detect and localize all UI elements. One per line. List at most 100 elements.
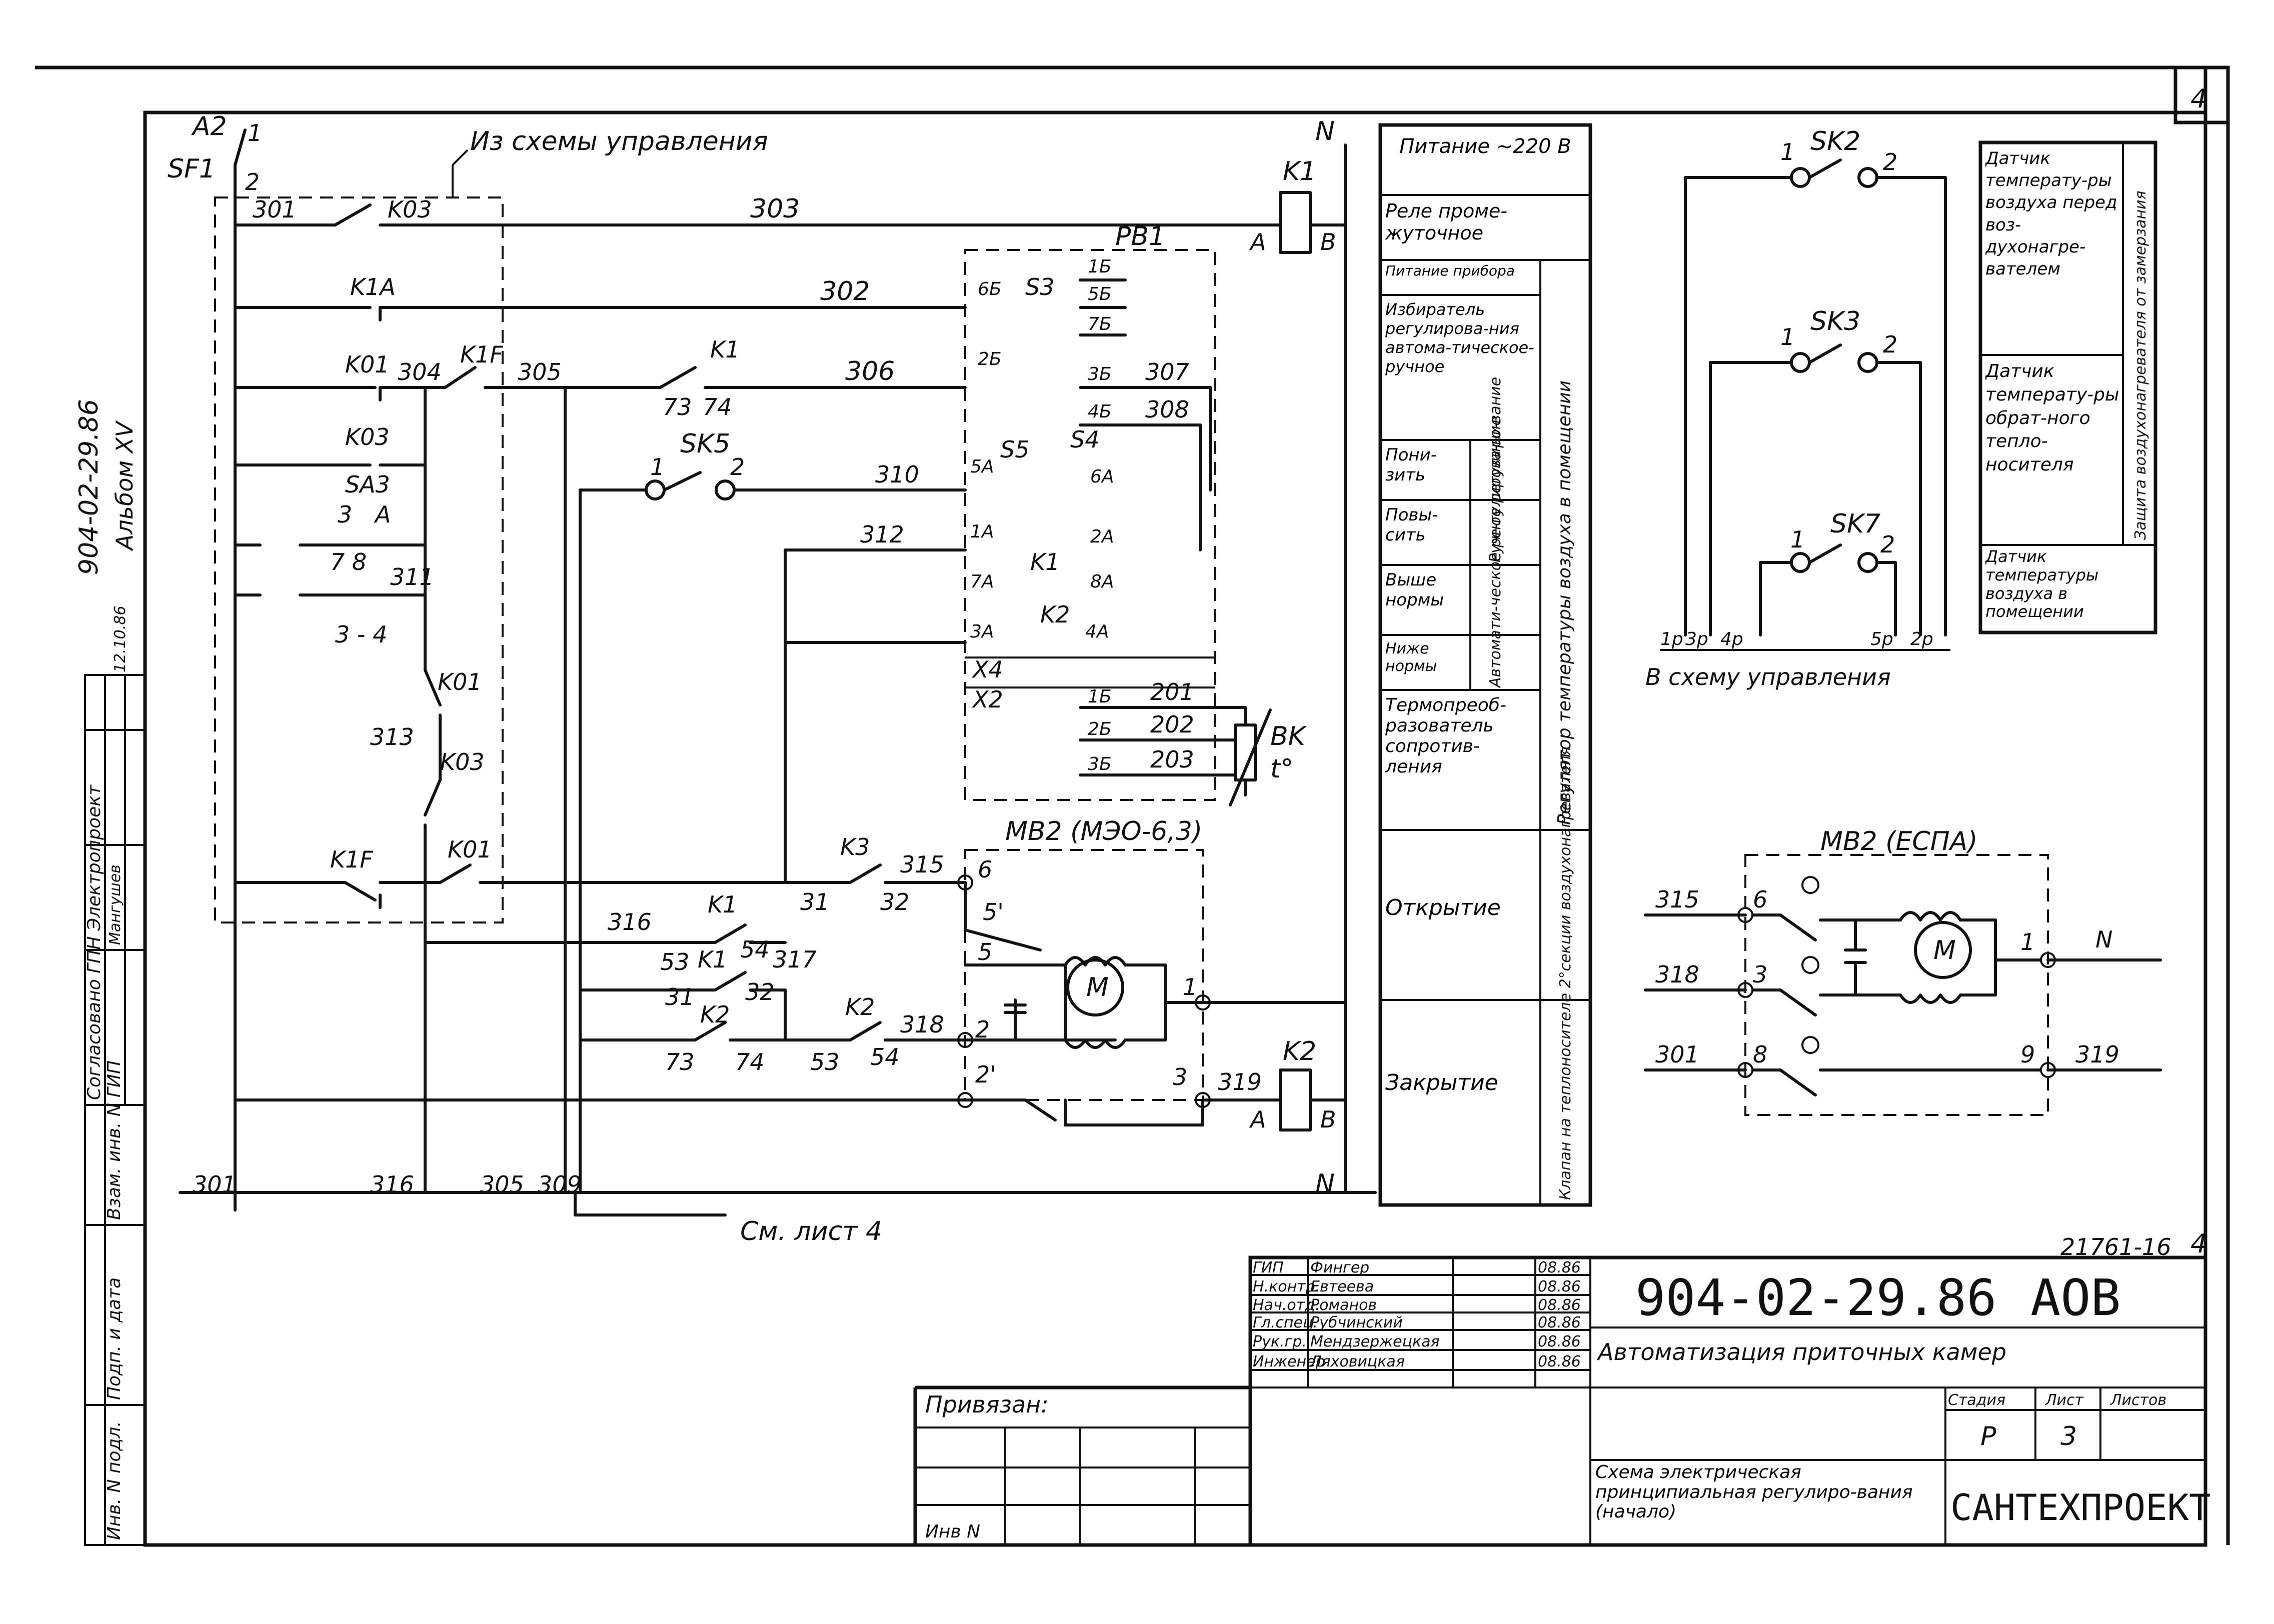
term-1p: 1р: [1660, 629, 1683, 650]
sensor-desc-3: Датчик температуры воздуха в помещении: [1985, 548, 2099, 622]
page-number-box: [2173, 66, 2230, 124]
mb2b-pin-6: 6: [1753, 886, 1767, 913]
mb2b-wire-319: 319: [2075, 1041, 2119, 1068]
contact-k2-b: K2: [845, 994, 875, 1020]
side-strip: 904-02-29.86 Альбом XV 12.10.86 Согласов…: [74, 399, 146, 1546]
title-block: 21761-16 4 Привязан: Инв N ГИП Фингер 08…: [913, 1229, 2210, 1547]
k2-pin-53: 53: [810, 1048, 840, 1076]
mb2-pin-2p: 2': [975, 1061, 996, 1088]
n-bottom: N: [1315, 1169, 1335, 1199]
pb1-x4: X4: [972, 656, 1003, 683]
side-album: Альбом XV: [111, 420, 138, 552]
table-v-regulator: Регулятор температуры воздуха в помещени…: [1554, 380, 1575, 825]
stamp-role-1: Н.контр.: [1253, 1278, 1320, 1296]
stamp-sheet-header: Лист: [2045, 1392, 2084, 1409]
k2-pin-74: 74: [735, 1048, 765, 1076]
stamp-date-5: 08.86: [1538, 1353, 1581, 1370]
stamp-name-0: Фингер: [1310, 1259, 1369, 1276]
mb2b-wire-315: 315: [1655, 886, 1699, 913]
pb1-2a: 2A: [1090, 526, 1114, 547]
wire-310: 310: [875, 461, 919, 488]
description-table: Питание ~220 В Реле проме-жуточное Питан…: [1378, 123, 1592, 1207]
pb1-t1b: 1Б: [1088, 256, 1112, 277]
mb2-pin-1: 1: [1183, 974, 1197, 1000]
relay-k2-a: A: [1249, 1106, 1266, 1133]
stamp-suffix: АОВ: [2030, 1268, 2121, 1327]
sk5-pin-1: 1: [650, 454, 665, 480]
sensor-sk5: SK5: [680, 429, 730, 459]
contact-k2-a: K2: [700, 1001, 730, 1028]
mb2b-pin-8: 8: [1753, 1041, 1767, 1068]
stamp-ref-sheet: 4: [2190, 1229, 2207, 1259]
contact-k03-b: K03: [345, 424, 390, 450]
term-2p: 2р: [1910, 629, 1933, 650]
sk5-pin-2: 2: [730, 454, 745, 480]
pb1-t7b: 7Б: [1088, 314, 1112, 334]
wire-316: 316: [608, 908, 652, 936]
contact-k1f-a: K1F: [460, 341, 503, 368]
wire-313: 313: [370, 724, 414, 750]
sa3-pin-34: 3 - 4: [335, 621, 387, 648]
stamp-subtitle: Схема электрическая принципиальная регул…: [1595, 1462, 1913, 1522]
wire-312: 312: [860, 521, 904, 548]
wire-303: 303: [750, 194, 800, 224]
switch-sa3: SA3: [345, 471, 390, 498]
wire-308: 308: [1145, 396, 1189, 423]
side-doc-code: 904-02-29.86: [74, 399, 104, 575]
sk7-pin-2: 2: [1880, 531, 1895, 558]
pb1-6b: 6Б: [978, 279, 1002, 300]
wire-307: 307: [1145, 358, 1189, 386]
stamp-date-4: 08.86: [1538, 1333, 1581, 1350]
stamp-date-1: 08.86: [1538, 1278, 1581, 1296]
stamp-stage-header: Стадия: [1948, 1392, 2005, 1409]
stamp-sheet: 3: [2060, 1422, 2077, 1452]
bottom-316: 316: [370, 1171, 414, 1198]
contact-k3: K3: [840, 834, 870, 860]
contact-k01-b: K01: [438, 668, 482, 696]
k2-pin-73: 73: [665, 1048, 695, 1076]
sa3-pin-78: 7 8: [330, 548, 367, 576]
wire-306: 306: [845, 356, 895, 386]
wire-302: 302: [820, 276, 870, 306]
contact-k03-a: K03: [388, 196, 432, 223]
node-73: 73: [663, 394, 692, 420]
k3-pin-31: 31: [800, 888, 830, 916]
k1-pin-54: 54: [740, 936, 770, 963]
pb1-k2: K2: [1040, 601, 1070, 628]
contact-k1-b: K1: [708, 891, 737, 918]
side-name2: Мангушев: [107, 864, 124, 945]
sk2-pin-2: 2: [1883, 148, 1897, 176]
contact-k1-a: K1: [710, 336, 740, 363]
mb2b-wire-301: 301: [1655, 1041, 1699, 1068]
pb1-t4b: 4Б: [1088, 402, 1112, 422]
side-agreed: Согласовано ГПН Электропроект: [84, 784, 105, 1100]
stamp-date-0: 08.86: [1538, 1259, 1581, 1276]
contact-k1a: K1A: [350, 274, 396, 300]
term-3p: 3р: [1685, 629, 1708, 650]
stamp-name-2: Романов: [1310, 1296, 1377, 1314]
n-top: N: [1315, 116, 1335, 146]
k1-pin-53: 53: [660, 948, 690, 976]
pb1-2b: 2Б: [978, 349, 1002, 370]
sa3-pin-a: A: [374, 501, 391, 528]
mb2b-wire-318: 318: [1655, 961, 1699, 988]
stamp-sheets-header: Листов: [2110, 1392, 2166, 1409]
mb2b-pin-1: 1: [2020, 928, 2035, 956]
see-sheet-4: См. лист 4: [740, 1216, 882, 1246]
pb1-x2: X2: [972, 686, 1003, 713]
motor-mb2-b: [1914, 921, 1972, 979]
sk7-pin-1: 1: [1790, 526, 1805, 553]
sensor-sk2: SK2: [1810, 126, 1860, 156]
stamp-role-0: ГИП: [1253, 1259, 1284, 1276]
stamp-name-3: Рубчинский: [1310, 1314, 1403, 1332]
stamp-code: 904-02-29.86: [1635, 1268, 1996, 1327]
a2-pin: 1: [248, 120, 262, 146]
sensor-desc-1: Датчик температу-ры воздуха перед воз-ду…: [1985, 148, 2117, 279]
pb1-t3b: 3Б: [1088, 364, 1112, 384]
sensor-bk: BK: [1270, 722, 1307, 752]
table-v-auto: Автомати-ческое ре-гулирова-ние: [1487, 416, 1504, 688]
contact-k01-c: K01: [448, 836, 492, 863]
bottom-305: 305: [480, 1171, 524, 1198]
pb1-6a: 6A: [1090, 466, 1114, 487]
side-name1: ГИП: [104, 1060, 125, 1098]
